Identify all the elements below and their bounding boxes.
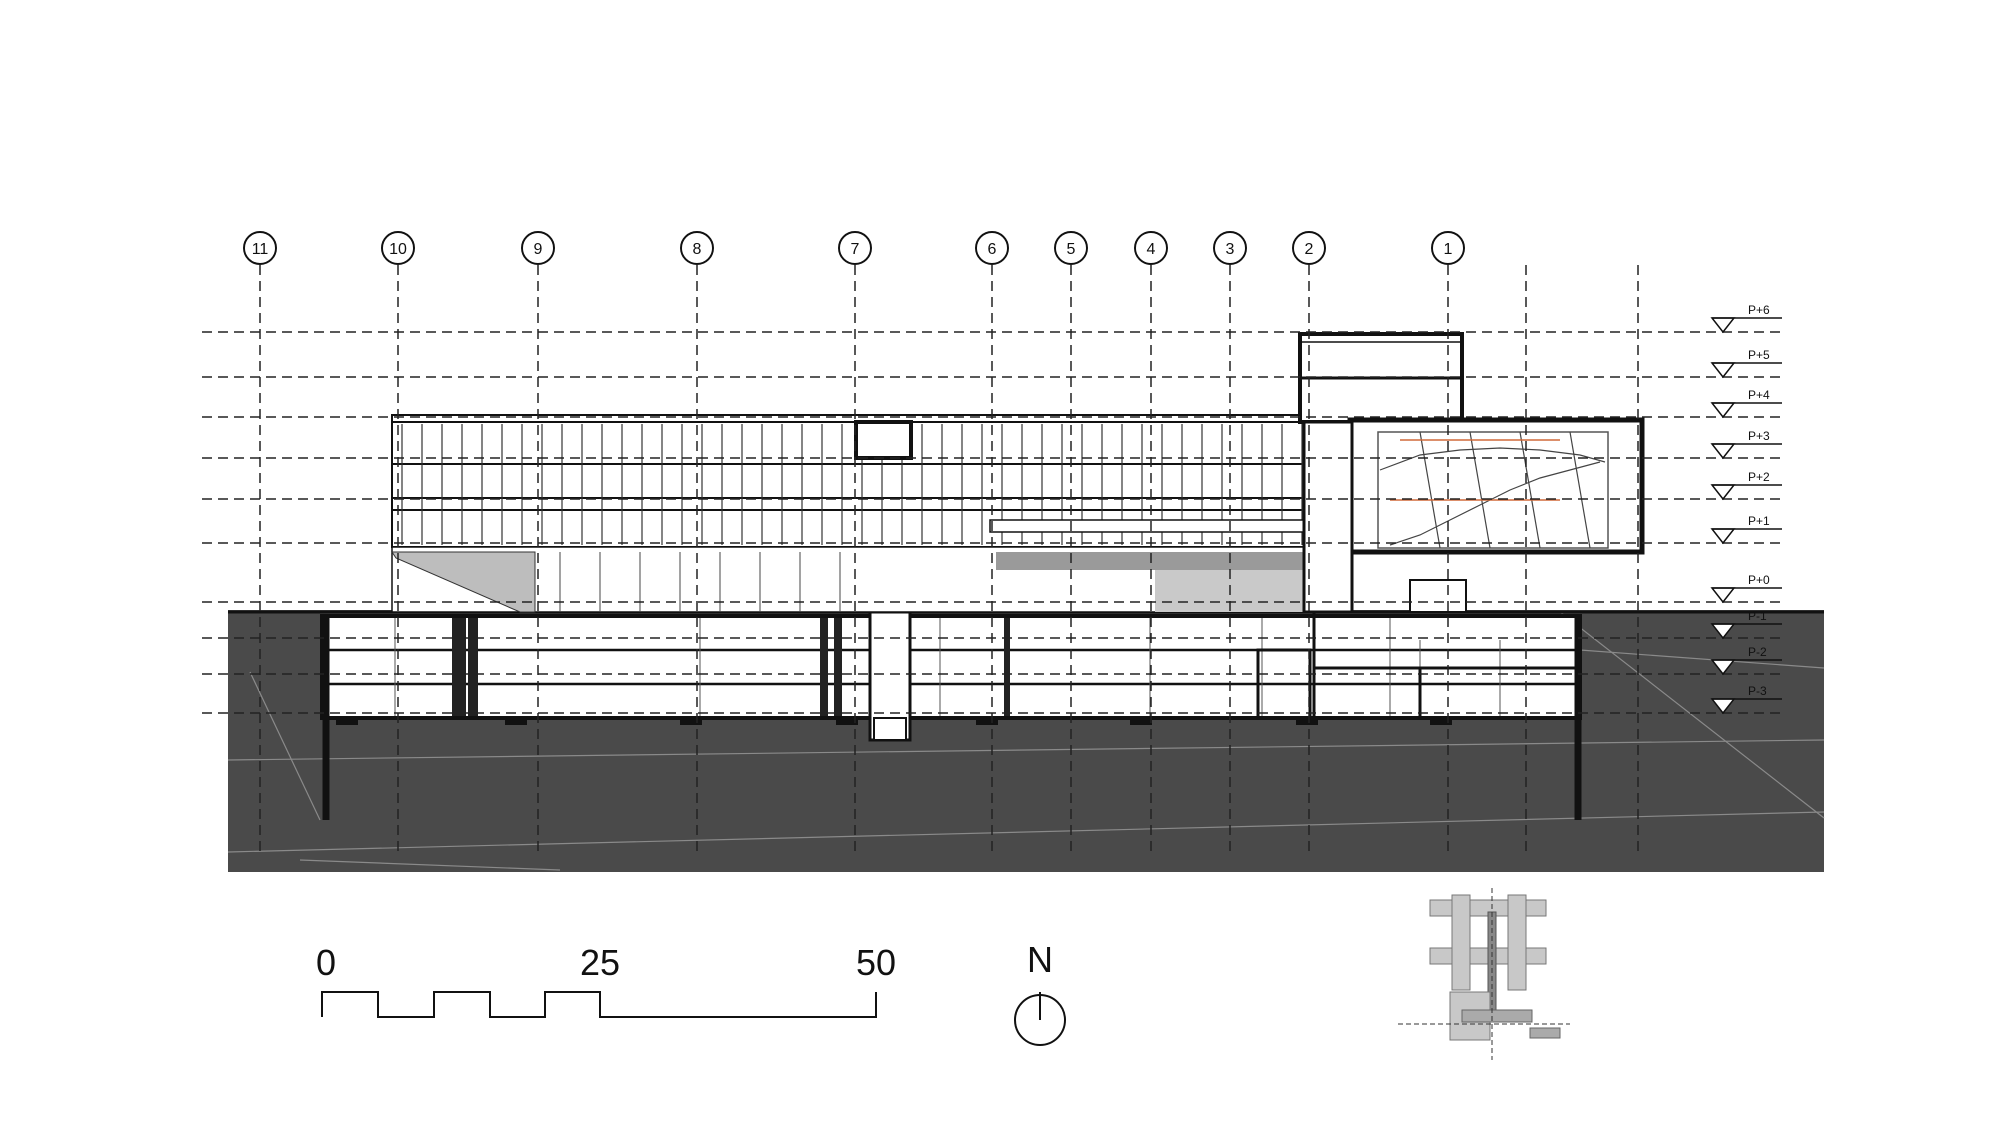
grid-axis-bubble-5 xyxy=(1054,231,1088,265)
grid-axis-label-2: 2 xyxy=(1305,241,1314,258)
roof-box xyxy=(854,420,913,460)
podium-canopy xyxy=(391,551,536,613)
level-label-P+2: P+2 xyxy=(1748,470,1770,484)
basement-floors xyxy=(322,648,1580,686)
north-arrow: N xyxy=(1014,939,1066,1046)
shaded-room xyxy=(1155,570,1310,612)
basement-columns xyxy=(452,618,1010,716)
lift-pit xyxy=(873,717,907,741)
level-marker-P+2 xyxy=(1710,484,1736,501)
grid-axis-label-8: 8 xyxy=(693,241,702,258)
grid-axis-bubble-7 xyxy=(838,231,872,265)
level-label-P+3: P+3 xyxy=(1748,429,1770,443)
level-markers: P+6P+5P+4P+3P+2P+1P+0P-1P-2P-3 xyxy=(1710,303,1782,715)
grid-axis-bubble-6 xyxy=(975,231,1009,265)
right-basement-rooms xyxy=(1256,612,1580,720)
key-plan xyxy=(1398,888,1570,1060)
grid-axis-bubble-1 xyxy=(1431,231,1465,265)
grid-axis-label-3: 3 xyxy=(1226,241,1235,258)
level-label-P+0: P+0 xyxy=(1748,573,1770,587)
ground-hatch xyxy=(227,611,1825,871)
grid-axis-label-1: 1 xyxy=(1444,241,1453,258)
grid-axis-bubble-9 xyxy=(521,231,555,265)
level-label-P+6: P+6 xyxy=(1748,303,1770,317)
scale-label-25: 25 xyxy=(580,942,620,983)
level-marker-P+5 xyxy=(1710,362,1736,379)
tower-core xyxy=(1302,420,1354,614)
grid-axis-label-5: 5 xyxy=(1067,241,1076,258)
auditorium-seating xyxy=(1379,431,1606,549)
grid-axis-bubble-11 xyxy=(243,231,277,265)
foundation-pads xyxy=(336,718,1452,725)
grid-axis-bubble-2 xyxy=(1292,231,1326,265)
level-label-P+1: P+1 xyxy=(1748,514,1770,528)
grid-axis-bubble-10 xyxy=(381,231,415,265)
level-lines xyxy=(202,331,1780,714)
level-label-P+5: P+5 xyxy=(1748,348,1770,362)
grid-axis-bubble-4 xyxy=(1134,231,1168,265)
north-label: N xyxy=(1027,939,1053,980)
grid-axis-bubble-3 xyxy=(1213,231,1247,265)
scale-label-0: 0 xyxy=(316,942,336,983)
scale-bar: 0 25 50 xyxy=(316,942,896,1018)
grid-axes xyxy=(259,265,1639,852)
level-label-P-1: P-1 xyxy=(1748,609,1767,623)
level-marker-P+0 xyxy=(1710,587,1736,604)
auditorium-inner xyxy=(1377,431,1609,549)
grid-axis-label-4: 4 xyxy=(1147,241,1156,258)
lobby-volume xyxy=(1409,579,1467,613)
gallery-hatch xyxy=(996,552,1308,570)
level-label-P-2: P-2 xyxy=(1748,645,1767,659)
grid-axis-bubbles: 11 10 9 8 7 6 5 4 3 2 1 xyxy=(243,231,1465,265)
level-marker-P+4 xyxy=(1710,402,1736,419)
grid-axis-label-9: 9 xyxy=(534,241,543,258)
level-marker-P+6 xyxy=(1710,317,1736,334)
retaining-walls xyxy=(322,616,1582,820)
grid-axis-bubble-8 xyxy=(680,231,714,265)
level-marker-P+3 xyxy=(1710,443,1736,460)
level-label-P-3: P-3 xyxy=(1748,684,1767,698)
grid-axis-label-6: 6 xyxy=(988,241,997,258)
level-label-P+4: P+4 xyxy=(1748,388,1770,402)
level-marker-P+1 xyxy=(1710,528,1736,545)
grid-axis-label-11: 11 xyxy=(252,241,269,258)
grid-axis-label-10: 10 xyxy=(389,241,407,258)
scale-label-50: 50 xyxy=(856,942,896,983)
atrium-opening xyxy=(989,519,1311,533)
grid-axis-label-7: 7 xyxy=(851,241,860,258)
